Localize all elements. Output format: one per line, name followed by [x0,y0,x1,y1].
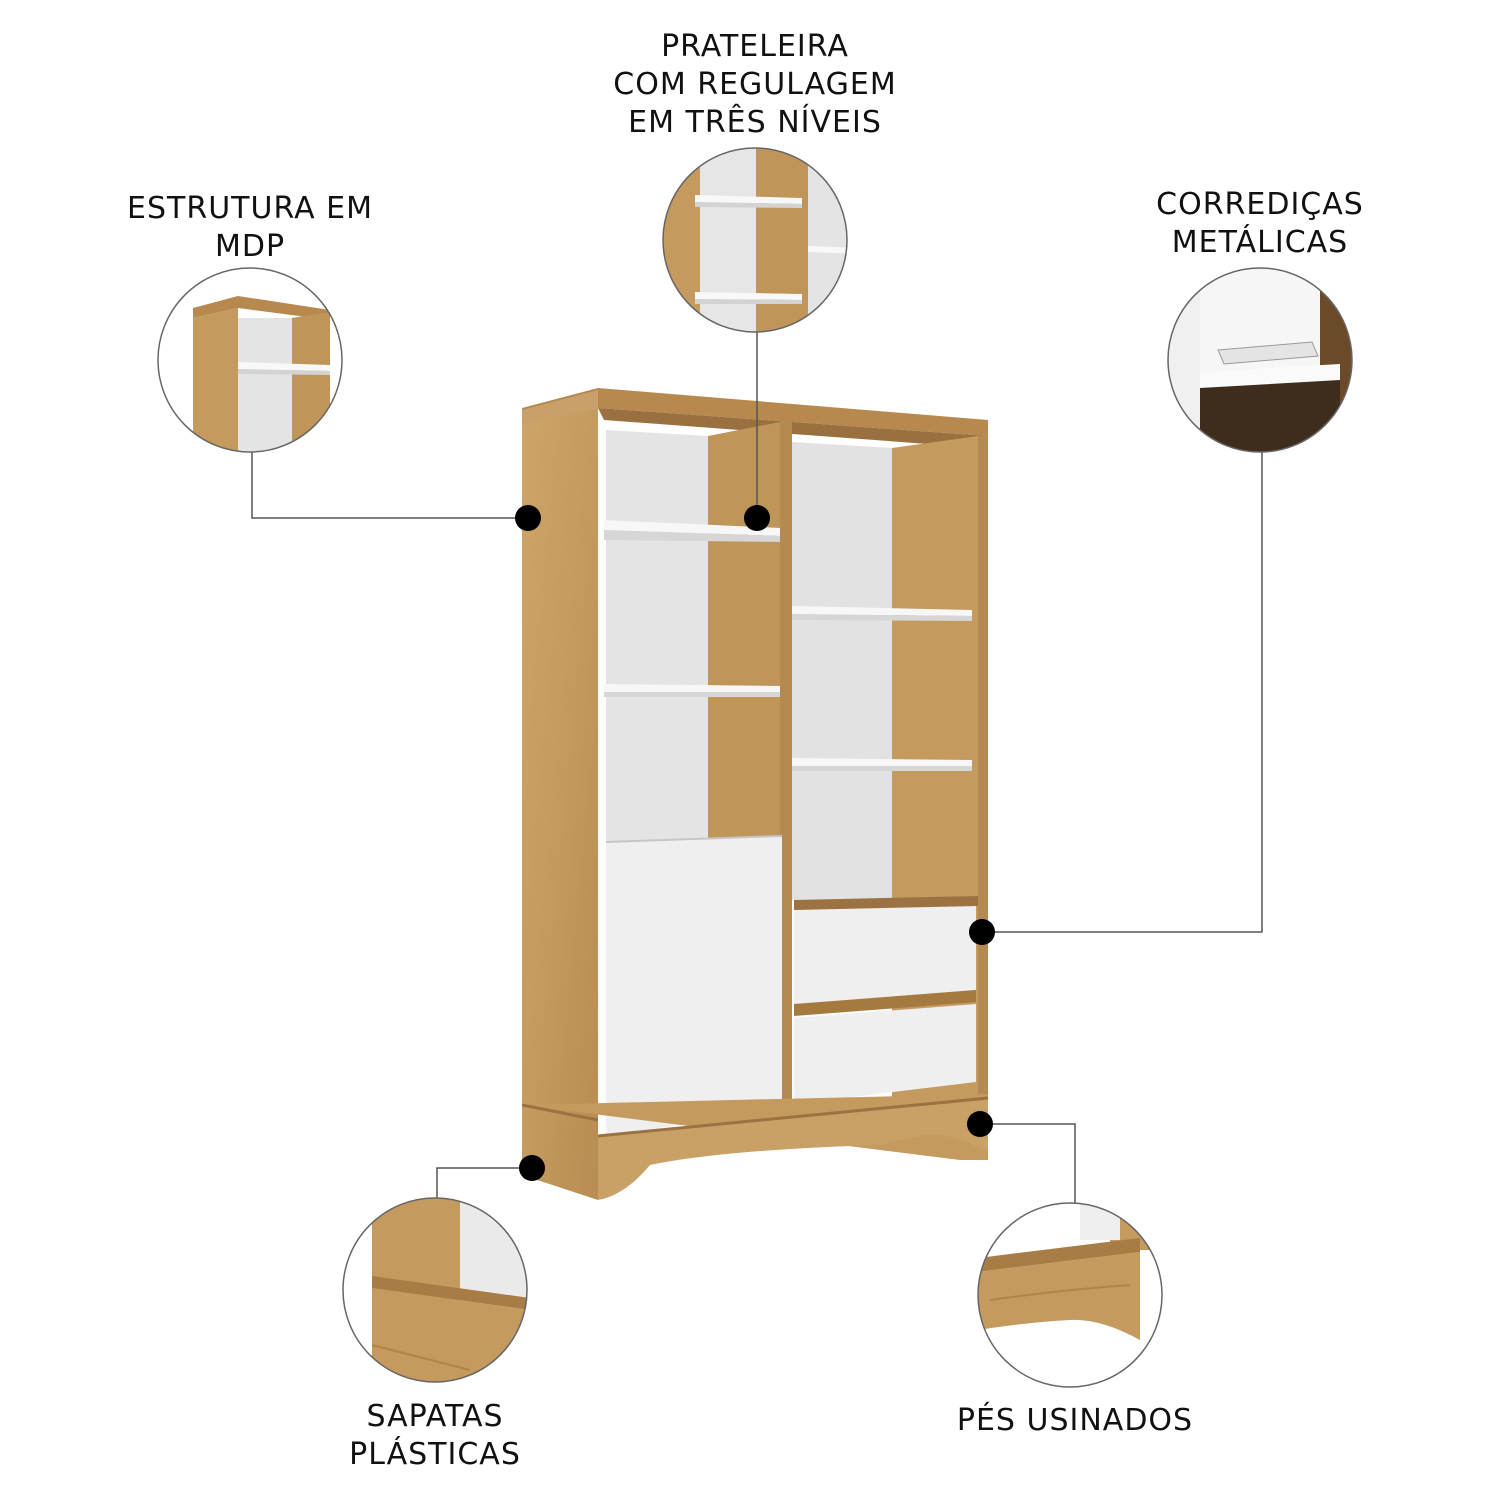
right-shelf-2 [792,758,972,766]
detail-shelf [662,147,848,333]
back-panel-right [792,442,892,900]
top-board-front [522,390,598,426]
detail-structure [157,267,343,453]
label-structure: ESTRUTURA EM MDP [127,191,373,264]
left-door [606,836,782,1136]
left-shelf-1-edge [604,530,780,542]
inner-top [598,408,988,448]
base-front [598,1100,988,1200]
right-side-panel [978,436,988,1110]
detail-slides [1167,267,1353,453]
drawer-gap [794,990,976,1016]
callout-dots [515,505,995,1181]
left-shelf-1 [604,520,780,536]
left-shelf-2 [604,684,780,692]
dot-structure [515,505,541,531]
drawer-upper [794,904,976,1004]
label-shelf-adjust: PRATELEIRA COM REGULAGEM EM TRÊS NÍVEIS [613,29,897,140]
right-shelf-2-edge [792,766,972,771]
label-slides: CORREDIÇAS METÁLICAS [1156,187,1364,260]
leader-slides [984,452,1263,933]
right-shelf-1 [792,606,972,616]
leader-feet-machined [980,1123,1076,1203]
middle-divider [780,420,792,1136]
back-panel-left [606,430,708,842]
detail-feet-machined [977,1202,1163,1388]
left-side-panel [522,408,598,1200]
dot-feet-plastic [519,1155,545,1181]
drawer-shadow [794,896,978,910]
label-feet-machined: PÉS USINADOS [956,1403,1194,1438]
label-feet-plastic: SAPATAS PLÁSTICAS [349,1399,521,1472]
leader-feet-plastic [436,1167,532,1198]
leader-structure [251,452,528,519]
drawer-lower [794,1004,976,1104]
top-board [522,388,988,436]
dot-shelf [744,505,770,531]
left-shelf-2-edge [604,692,780,697]
bookcase [521,388,989,1200]
dot-feet-machined [967,1111,993,1137]
leader-lines [251,332,1263,1203]
detail-feet-plastic [342,1197,528,1383]
dot-slides [969,919,995,945]
left-inner-wood [708,422,780,840]
right-shelf-1-edge [792,614,972,621]
